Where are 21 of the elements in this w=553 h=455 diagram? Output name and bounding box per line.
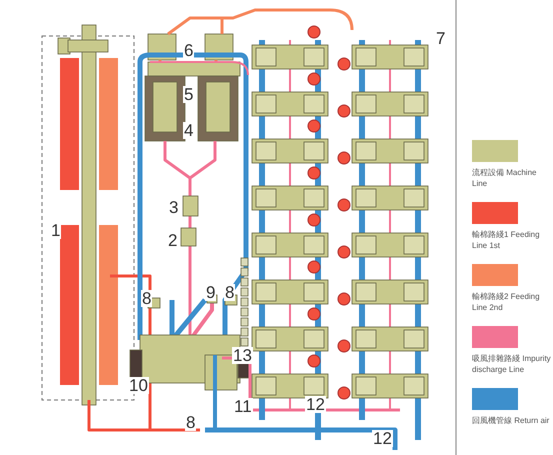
legend-label: 回風機管線 Return air xyxy=(472,415,550,426)
callout-number: 12 xyxy=(305,396,326,413)
callout-number: 1 xyxy=(50,222,62,239)
callout-number: 2 xyxy=(167,232,178,249)
callout-number: 8 xyxy=(141,290,152,307)
callout-number: 9 xyxy=(205,284,216,301)
callout-number: 11 xyxy=(233,398,253,415)
legend-label: 輸棉路綫1 Feeding Line 1st xyxy=(472,229,541,252)
legend-label: 輸棉路綫2 Feeding Line 2nd xyxy=(472,291,541,314)
callout-number: 6 xyxy=(183,42,194,59)
callout-number: 8 xyxy=(185,414,196,431)
callout-number: 7 xyxy=(435,30,446,47)
callout-number: 3 xyxy=(168,199,180,216)
callout-number: 10 xyxy=(128,377,149,394)
callout-number: 12 xyxy=(372,430,393,447)
legend-label: 流程設備 Machine Line xyxy=(472,167,538,190)
callout-number: 13 xyxy=(232,347,253,364)
callout-number: 8 xyxy=(224,284,236,301)
callout-number: 5 xyxy=(183,86,194,103)
callout-number: 4 xyxy=(183,122,194,139)
legend-label: 吸風排雜路綫 Impurity discharge Line xyxy=(472,353,552,376)
